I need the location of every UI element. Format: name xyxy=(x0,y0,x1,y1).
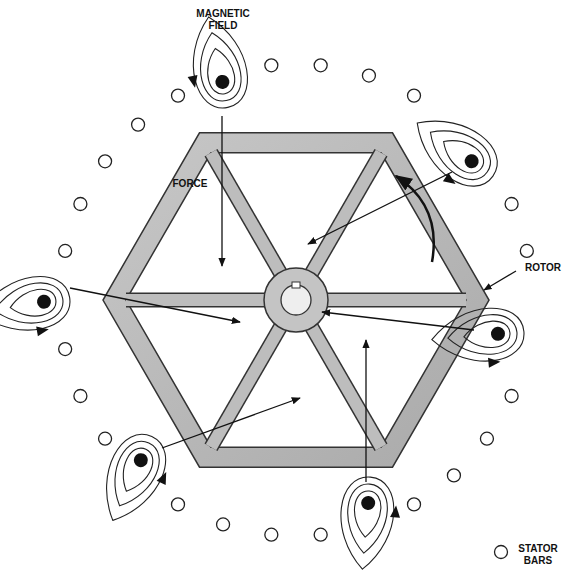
field-line xyxy=(8,287,58,321)
field-line xyxy=(419,116,498,188)
energized-bar xyxy=(490,326,505,341)
rotor-label: ROTOR xyxy=(518,262,568,274)
field-line xyxy=(336,475,396,572)
stator-bar xyxy=(132,118,145,131)
stator-label: STATOR BARS xyxy=(512,543,564,567)
field-loop-group xyxy=(398,102,508,204)
field-loop-group xyxy=(430,305,527,372)
field-line xyxy=(352,490,382,538)
force-arrow xyxy=(221,116,222,266)
field-loop-group xyxy=(336,475,403,572)
field-arrow xyxy=(390,505,401,518)
energized-bar xyxy=(462,151,481,170)
magnetic-fields xyxy=(0,12,527,572)
stator-bar xyxy=(505,198,518,211)
stator-bar xyxy=(217,518,230,531)
stator-bar xyxy=(520,244,533,257)
stator-bar xyxy=(408,89,421,102)
stator-bar xyxy=(362,69,375,82)
field-line xyxy=(0,279,66,330)
energized-bar xyxy=(36,294,52,310)
leader-line xyxy=(484,271,516,290)
field-line xyxy=(102,435,167,514)
field-arrow xyxy=(36,324,50,336)
stator-bar xyxy=(314,59,327,72)
field-line xyxy=(344,482,389,554)
field-line xyxy=(0,271,74,339)
field-loop-group xyxy=(0,271,75,345)
field-line xyxy=(402,102,508,198)
field-label: MAGNETIC FIELD xyxy=(187,8,259,32)
field-line xyxy=(114,444,157,497)
field-arrow xyxy=(157,470,171,485)
field-arrow xyxy=(488,357,501,368)
field-line xyxy=(463,320,511,350)
field-line xyxy=(446,313,518,358)
keyway xyxy=(292,282,300,288)
stator-bar xyxy=(480,432,493,445)
stator-bar xyxy=(265,528,278,541)
stator-bar xyxy=(314,528,327,541)
rotor-rim xyxy=(103,133,489,467)
stator-bar xyxy=(505,389,518,402)
stator-bar xyxy=(172,89,185,102)
stator-bar xyxy=(265,59,278,72)
force-label: FORCE xyxy=(166,178,214,190)
energized-bar xyxy=(132,451,151,470)
field-line xyxy=(430,305,527,365)
force-arrow xyxy=(162,398,300,448)
stator-bar xyxy=(99,155,112,168)
shaft xyxy=(281,285,311,315)
stator-bar xyxy=(59,343,72,356)
energized-bar xyxy=(214,74,231,91)
stator-bar xyxy=(99,432,112,445)
force-arrows xyxy=(70,116,474,482)
stator-bar xyxy=(74,389,87,402)
stator-bar xyxy=(74,198,87,211)
force-arrow xyxy=(308,172,452,244)
stator-bar xyxy=(59,244,72,257)
field-line xyxy=(436,131,489,179)
field-loop-group xyxy=(89,426,182,535)
stator-bar xyxy=(172,498,185,511)
field-line xyxy=(89,426,176,532)
force-arrow xyxy=(70,288,240,322)
hub xyxy=(264,268,328,332)
force-arrow xyxy=(322,312,474,330)
stator-bar xyxy=(447,469,460,482)
stator-bars xyxy=(59,59,534,541)
rotor xyxy=(103,133,489,467)
energized-bar xyxy=(361,495,376,510)
rotation-arrow xyxy=(396,176,434,262)
stator-bar xyxy=(408,498,421,511)
field-arrow xyxy=(188,75,200,89)
stator-bar-key xyxy=(495,546,508,559)
force-arrow xyxy=(365,340,366,482)
